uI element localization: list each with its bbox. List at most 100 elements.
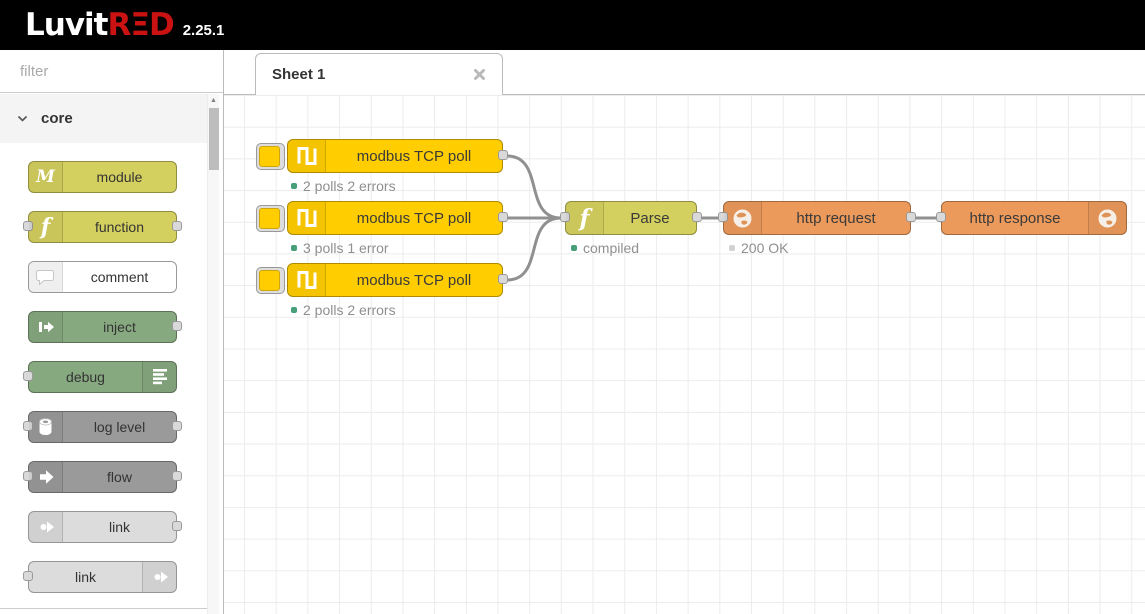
input-port[interactable] [560,212,570,222]
chevron-down-icon [17,115,28,122]
scrollbar-thumb[interactable] [209,108,219,170]
node-label: http response [969,209,1061,227]
square-wave-icon [288,264,326,296]
palette-node-module[interactable]: M module [28,161,177,193]
input-port[interactable] [23,221,33,231]
node-label: modbus TCP poll [356,271,472,289]
palette-node-link-out[interactable]: link [23,561,177,593]
palette-node-log-level[interactable]: log level [23,411,182,443]
flow-node-modbus-tcp-poll-1[interactable]: modbus TCP poll [256,139,508,173]
app-header: LuvitRΞD 2.25.1 [0,0,1145,50]
input-port[interactable] [718,212,728,222]
status-square-icon [291,307,297,313]
link-icon [142,562,176,592]
status-square-icon [729,245,735,251]
palette-divider [0,608,207,609]
output-port[interactable] [172,471,182,481]
version-label: 2.25.1 [182,22,225,39]
output-port[interactable] [172,321,182,331]
status-square-icon [291,245,297,251]
status-text: 3 polls 1 error [303,240,389,256]
square-wave-icon [288,202,326,234]
palette-node-label: comment [90,269,149,285]
tab-close-button[interactable] [473,68,486,81]
status-text: compiled [583,240,640,256]
palette-node-label: inject [103,319,136,335]
output-port[interactable] [172,221,182,231]
output-port[interactable] [172,421,182,431]
link-icon [29,512,63,542]
wires-layer [505,154,939,282]
input-port[interactable] [23,571,33,581]
flow-node-http-request[interactable]: http request [718,201,916,235]
output-port[interactable] [906,212,916,222]
flow-canvas[interactable]: modbus TCP poll 2 polls 2 errors modbus … [224,95,1145,614]
comment-bubble-icon [29,262,63,292]
tab-label: Sheet 1 [272,66,326,83]
close-icon [474,69,485,80]
status-text: 2 polls 2 errors [303,178,396,194]
palette-node-label: link [74,569,96,585]
status-text: 200 OK [741,240,789,256]
flow-node-modbus-tcp-poll-3[interactable]: modbus TCP poll [256,263,508,297]
brand-red: RΞD [107,7,174,43]
node-status: 200 OK [729,240,788,256]
node-label: modbus TCP poll [356,147,472,165]
palette-node-comment[interactable]: comment [28,261,177,293]
palette-node-inject[interactable]: inject [28,311,182,343]
palette-node-label: debug [66,369,105,385]
palette-node-function[interactable]: f function [23,211,182,243]
poll-trigger-button[interactable] [256,143,285,170]
brand-luvit: Luvit [25,7,108,43]
palette-node-link-in[interactable]: link [28,511,182,543]
status-square-icon [571,245,577,251]
inject-arrow-icon [29,312,63,342]
palette-node-label: function [94,219,145,235]
palette-filter-row [0,50,223,93]
input-port[interactable] [23,371,33,381]
palette-node-label: link [108,519,130,535]
input-port[interactable] [936,212,946,222]
category-core[interactable]: core [0,94,207,143]
palette-node-label: log level [93,419,146,435]
wire[interactable] [505,154,939,282]
palette-node-debug[interactable]: debug [23,361,177,393]
palette-scrollbar[interactable]: ▲ [207,94,219,614]
flow-node-modbus-tcp-poll-2[interactable]: modbus TCP poll [256,201,508,235]
node-label: modbus TCP poll [356,209,472,227]
node-status: 3 polls 1 error [291,240,389,256]
palette-node-flow[interactable]: flow [23,461,182,493]
output-port[interactable] [498,150,508,160]
node-status: 2 polls 2 errors [291,178,396,194]
filter-input[interactable] [20,62,219,80]
palette-sidebar: core M module f function comment [0,50,224,614]
input-port[interactable] [23,471,33,481]
output-port[interactable] [498,212,508,222]
status-square-icon [291,183,297,189]
app-logo: LuvitRΞD [25,0,175,50]
function-f-icon: f [566,202,604,234]
log-roll-icon [29,412,63,442]
square-wave-icon [288,140,326,172]
flow-node-http-response[interactable]: http response [936,201,1127,235]
palette-node-label: flow [107,469,132,485]
node-label: http request [796,209,876,227]
poll-trigger-button[interactable] [256,205,285,232]
palette-node-label: module [96,169,143,185]
flow-node-parse[interactable]: f Parse [560,201,702,235]
poll-trigger-button[interactable] [256,267,285,294]
input-port[interactable] [23,421,33,431]
globe-icon [724,202,762,234]
workspace-tabbar: Sheet 1 [224,50,1145,95]
scroll-up-icon[interactable]: ▲ [210,97,217,104]
debug-list-icon [142,362,176,392]
output-port[interactable] [692,212,702,222]
output-port[interactable] [498,274,508,284]
status-text: 2 polls 2 errors [303,302,396,318]
output-port[interactable] [172,521,182,531]
tab-sheet-1[interactable]: Sheet 1 [255,53,503,95]
node-status: compiled [571,240,639,256]
category-label: core [41,110,73,127]
node-label: Parse [630,209,670,227]
